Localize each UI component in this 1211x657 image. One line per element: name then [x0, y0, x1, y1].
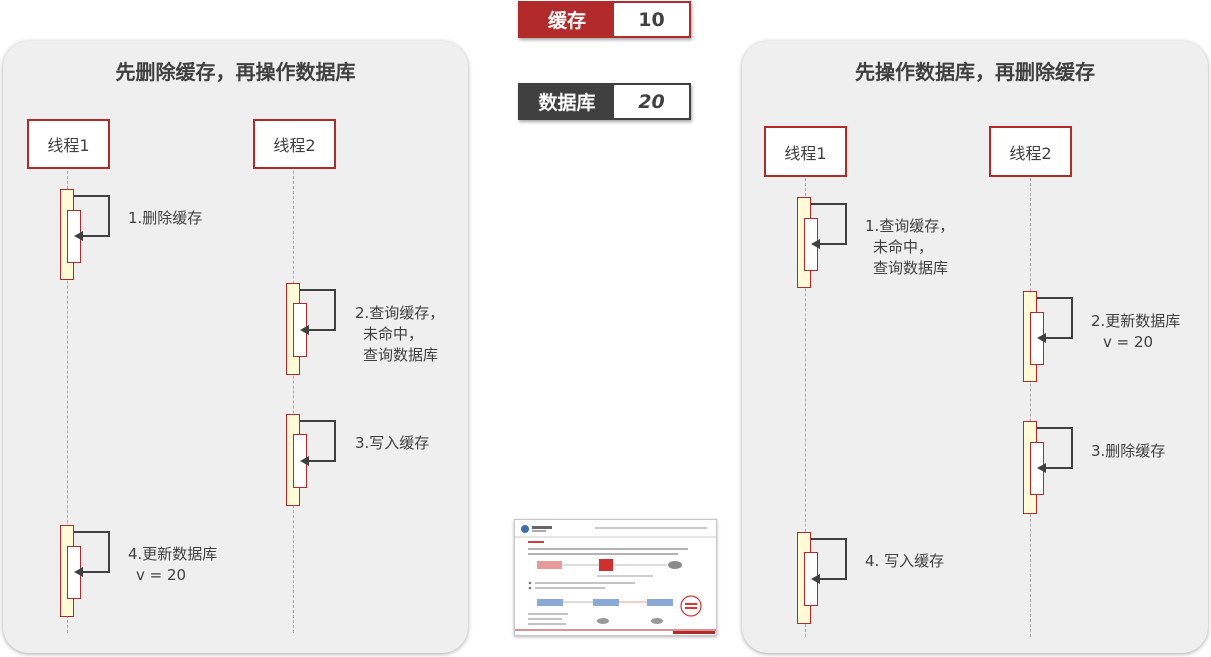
- right-thread1-box: 线程1: [764, 126, 847, 177]
- cache-label: 缓存: [520, 3, 614, 36]
- left-thread1-box: 线程1: [27, 119, 110, 169]
- left-thread2-box: 线程2: [253, 119, 336, 169]
- left-step3-self-arrow: [300, 420, 336, 466]
- right-step2-self-arrow: [1037, 297, 1073, 343]
- left-step3-label: 3.写入缓存: [355, 434, 430, 452]
- right-panel-title: 先操作数据库，再删除缓存: [855, 60, 1095, 84]
- right-step3-self-arrow: [1037, 427, 1073, 473]
- slide-thumbnail: [514, 519, 717, 636]
- right-step1-self-arrow: [811, 203, 847, 249]
- cache-value: 10: [614, 3, 689, 36]
- right-thread2-box: 线程2: [989, 126, 1072, 177]
- right-step1-label: 1.查询缓存， 未命中， 查询数据库: [865, 217, 955, 277]
- right-step2-label: 2.更新数据库 v = 20: [1091, 312, 1181, 351]
- left-sequence-panel: 先删除缓存，再操作数据库 线程1 线程2 1.删除缓存 2.查询缓存， 未命中，…: [3, 41, 468, 653]
- database-value: 20: [614, 85, 689, 118]
- right-step4-self-arrow: [811, 538, 847, 584]
- slide-thumbnail-graphic: [515, 520, 716, 635]
- left-step1-label: 1.删除缓存: [128, 209, 203, 227]
- left-thread2-lifeline: [293, 171, 294, 633]
- cache-value-chip: 缓存 10: [518, 1, 691, 38]
- right-step4-label: 4. 写入缓存: [865, 552, 945, 570]
- left-step2-label: 2.查询缓存， 未命中， 查询数据库: [355, 304, 445, 364]
- left-step2-self-arrow: [300, 289, 336, 335]
- left-step4-label: 4.更新数据库 v = 20: [128, 545, 218, 584]
- left-thread1-lifeline: [67, 171, 68, 633]
- left-step4-self-arrow: [74, 531, 110, 577]
- right-thread1-lifeline: [805, 178, 806, 637]
- right-step3-label: 3.删除缓存: [1091, 442, 1166, 460]
- right-sequence-panel: 先操作数据库，再删除缓存 线程1 线程2 1.查询缓存， 未命中， 查询数据库 …: [742, 41, 1208, 653]
- right-thread2-lifeline: [1030, 178, 1031, 637]
- left-step1-self-arrow: [74, 195, 110, 241]
- database-label: 数据库: [520, 85, 614, 118]
- database-value-chip: 数据库 20: [518, 83, 691, 120]
- left-panel-title: 先删除缓存，再操作数据库: [115, 60, 356, 84]
